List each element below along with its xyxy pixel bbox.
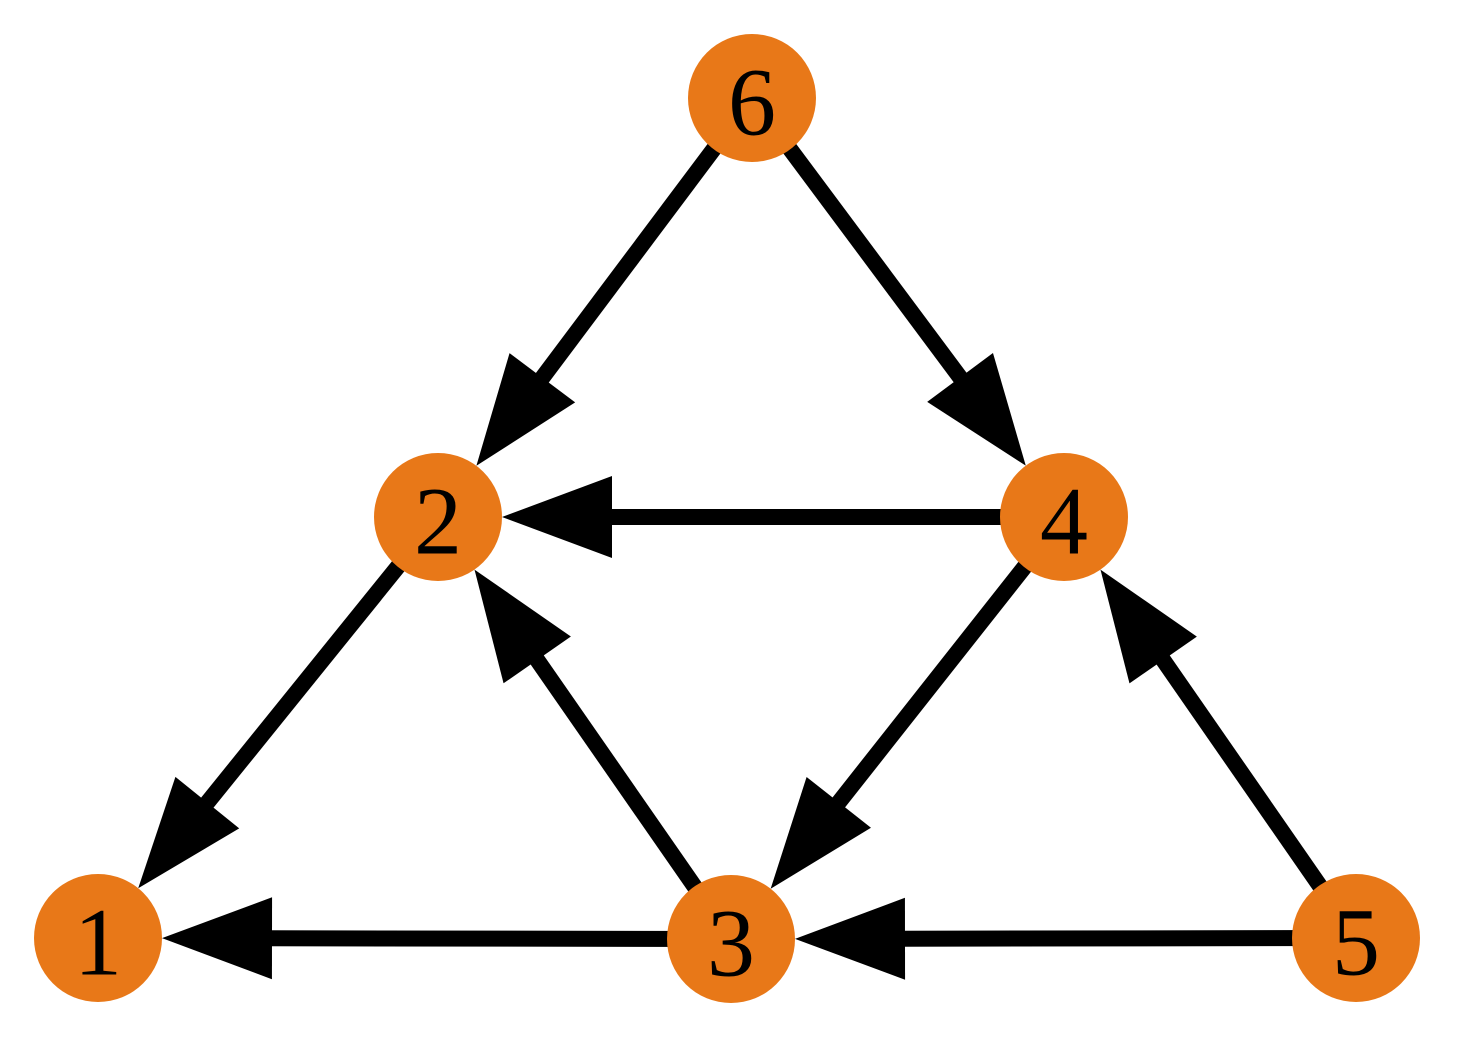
edge-arrowhead xyxy=(1100,569,1197,684)
node-label: 6 xyxy=(728,48,776,155)
node-label: 5 xyxy=(1332,888,1380,995)
graph-node-3: 3 xyxy=(667,875,795,1003)
node-label: 2 xyxy=(414,467,462,574)
node-circle xyxy=(1000,453,1128,581)
node-circle xyxy=(1292,874,1420,1002)
node-circle xyxy=(374,453,502,581)
edge-arrowhead xyxy=(476,353,576,466)
edge-arrowhead xyxy=(770,777,871,889)
node-layer: 1 2 3 4 5 6 xyxy=(34,34,1420,1003)
edge-5-3 xyxy=(794,897,1357,980)
graph-node-1: 1 xyxy=(34,874,162,1002)
graph-node-5: 5 xyxy=(1292,874,1420,1002)
node-circle xyxy=(688,34,816,162)
edge-2-1 xyxy=(138,511,445,889)
edge-4-2 xyxy=(502,476,1064,558)
edge-arrowhead xyxy=(502,476,612,558)
node-circle xyxy=(667,875,795,1003)
graph-node-4: 4 xyxy=(1000,453,1128,581)
node-label: 4 xyxy=(1040,467,1088,574)
edge-line xyxy=(900,930,1357,947)
edge-arrowhead xyxy=(138,776,240,889)
node-label: 3 xyxy=(707,889,755,996)
edge-4-3 xyxy=(770,512,1071,889)
edge-line xyxy=(267,930,732,947)
edge-arrowhead xyxy=(927,352,1026,466)
edge-6-4 xyxy=(745,93,1026,466)
edge-6-2 xyxy=(476,93,759,466)
edge-arrowhead xyxy=(161,897,273,980)
node-circle xyxy=(34,874,162,1002)
edge-3-2 xyxy=(474,569,738,944)
edge-arrowhead xyxy=(474,569,571,684)
edge-arrowhead xyxy=(794,897,906,980)
edge-3-1 xyxy=(161,897,732,980)
edge-layer xyxy=(138,93,1363,980)
graph-node-2: 2 xyxy=(374,453,502,581)
graph-node-6: 6 xyxy=(688,34,816,162)
edge-5-4 xyxy=(1100,569,1363,943)
node-label: 1 xyxy=(74,888,122,995)
